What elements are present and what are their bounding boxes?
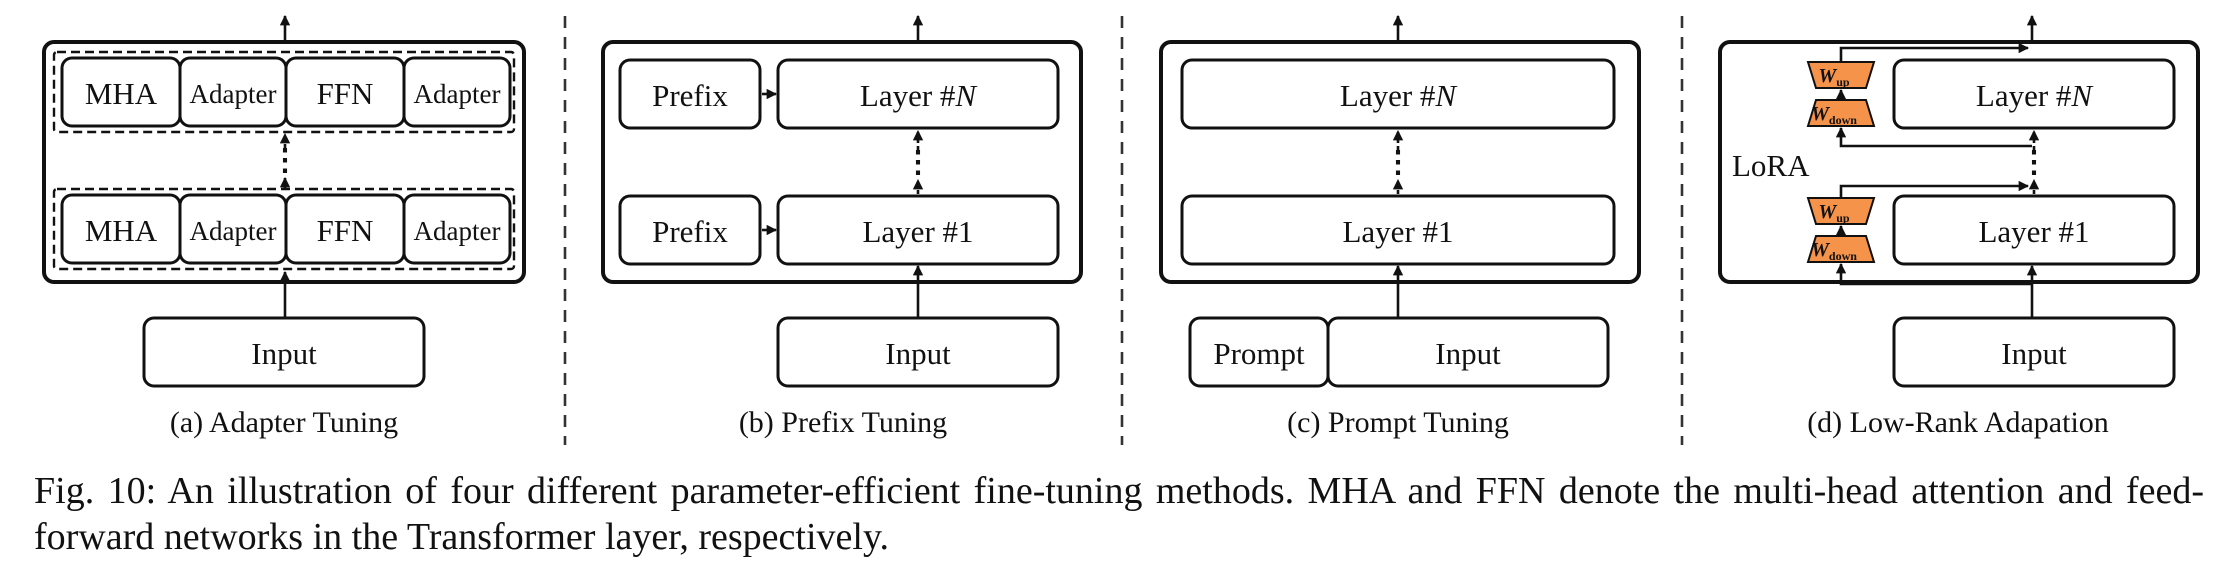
panel-prompt-tuning: Layer #N ⋮ Layer #1 Prompt Input (c) Pro… xyxy=(1159,14,1641,439)
prefix-block-top xyxy=(618,58,762,130)
layer-n-block-d xyxy=(1892,58,2176,130)
layer-n-block-c xyxy=(1180,58,1616,130)
caption-b: (b) Prefix Tuning xyxy=(739,406,947,439)
adapter-label-top-2: Adapter xyxy=(414,79,501,109)
mha-label-top: MHA xyxy=(85,76,158,111)
w-up-top-label: Wup xyxy=(1818,65,1849,89)
peft-diagram: MHA Adapter FFN Adapter ⋮ MHA Adapter FF… xyxy=(42,14,2200,445)
prefix-label-top: Prefix xyxy=(652,78,728,113)
ellipsis-b: ⋮ xyxy=(903,146,933,179)
caption-d: (d) Low-Rank Adapation xyxy=(1807,406,2109,439)
panel-prefix-tuning: Prefix Layer #N ⋮ Prefix Layer #1 Input … xyxy=(601,14,1083,439)
layer-1-label-c: Layer #1 xyxy=(1342,214,1453,249)
adapter-label-bottom-2: Adapter xyxy=(414,216,501,246)
input-block-d xyxy=(1892,316,2176,388)
w-up-bottom-label: Wup xyxy=(1818,201,1849,225)
ellipsis-d: ⋮ xyxy=(2019,146,2049,179)
panel-adapter-tuning: MHA Adapter FFN Adapter ⋮ MHA Adapter FF… xyxy=(42,14,526,439)
input-label-c: Input xyxy=(1435,336,1501,371)
w-down-top xyxy=(1806,99,1876,127)
w-down-top-label: Wdown xyxy=(1811,103,1857,127)
ffn-label-top: FFN xyxy=(317,76,374,111)
w-down-bottom-label: Wdown xyxy=(1811,239,1857,263)
layer-1-label-b: Layer #1 xyxy=(862,214,973,249)
adapter-block-bottom-2 xyxy=(402,193,512,265)
adapter-layer-bottom-frame xyxy=(52,187,516,271)
layer-1-block-c xyxy=(1180,194,1616,266)
w-down-bottom xyxy=(1806,235,1876,263)
prompt-outer-frame xyxy=(1159,40,1641,284)
layer-n-label-c: Layer #N xyxy=(1340,78,1459,113)
adapter-label-top-1: Adapter xyxy=(190,79,277,109)
w-up-bottom xyxy=(1806,197,1876,225)
input-block-c xyxy=(1326,316,1610,388)
figure-caption: Fig. 10: An illustration of four differe… xyxy=(34,470,2204,558)
ffn-label-bottom: FFN xyxy=(317,213,374,248)
layer-n-label-d: Layer #N xyxy=(1976,78,2095,113)
adapter-block-top-2 xyxy=(402,56,512,128)
ellipsis-c: ⋮ xyxy=(1383,146,1413,179)
input-label-b: Input xyxy=(885,336,951,371)
adapter-layer-top-frame xyxy=(52,50,516,134)
prompt-label: Prompt xyxy=(1213,336,1305,371)
input-block-a xyxy=(142,316,426,388)
layer-1-block-d xyxy=(1892,194,2176,266)
prefix-label-bottom: Prefix xyxy=(652,214,728,249)
input-block-b xyxy=(776,316,1060,388)
panel-lora: Layer #N Wup Wdown LoRA ⋮ Layer #1 Wup W… xyxy=(1718,14,2200,439)
layer-n-block-b xyxy=(776,58,1060,130)
prefix-outer-frame xyxy=(601,40,1083,284)
layer-1-label-d: Layer #1 xyxy=(1978,214,2089,249)
mha-label-bottom: MHA xyxy=(85,213,158,248)
input-label-a: Input xyxy=(251,336,317,371)
lora-outer-frame xyxy=(1718,40,2200,284)
adapter-label-bottom-1: Adapter xyxy=(190,216,277,246)
caption-a: (a) Adapter Tuning xyxy=(170,406,398,439)
input-label-d: Input xyxy=(2001,336,2067,371)
layer-1-block-b xyxy=(776,194,1060,266)
layer-n-label-b: Layer #N xyxy=(860,78,979,113)
caption-c: (c) Prompt Tuning xyxy=(1287,406,1509,439)
ellipsis-a: ⋮ xyxy=(270,144,300,177)
lora-label: LoRA xyxy=(1732,148,1810,183)
prefix-block-bottom xyxy=(618,194,762,266)
w-up-top xyxy=(1806,61,1876,89)
